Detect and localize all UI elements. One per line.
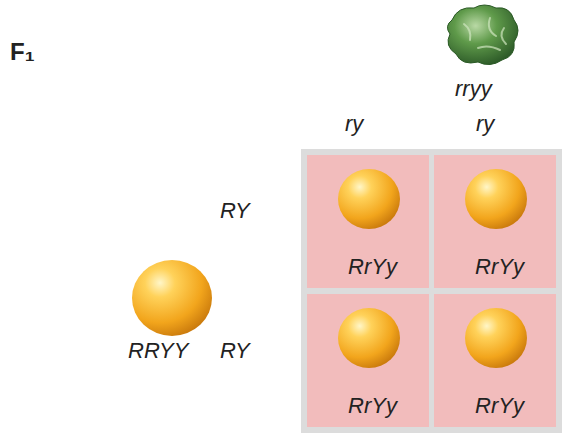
pea-body — [465, 308, 527, 368]
round-yellow-pea — [132, 260, 212, 336]
wrinkled-green-pea — [447, 5, 518, 65]
pea-body — [465, 169, 527, 229]
generation-label: F₁ — [10, 40, 35, 64]
genotype-label: RY — [220, 340, 250, 362]
genotype-label: RRYY — [128, 340, 188, 362]
offspring-genotype: RrYy — [475, 256, 524, 278]
genotype-label: RY — [220, 200, 250, 222]
pea-body — [338, 308, 400, 368]
genotype-label: ry — [476, 113, 494, 135]
pea-body — [338, 169, 400, 229]
punnett-cell: RrYy — [434, 155, 556, 288]
offspring-genotype: RrYy — [475, 395, 524, 417]
offspring-genotype: RrYy — [348, 256, 397, 278]
punnett-cell: RrYy — [307, 155, 429, 288]
punnett-cell: RrYy — [434, 294, 556, 427]
genotype-label: rryy — [455, 78, 492, 100]
offspring-genotype: RrYy — [348, 395, 397, 417]
pea-wrinkles — [464, 18, 506, 50]
genotype-label: ry — [345, 113, 363, 135]
punnett-cell: RrYy — [307, 294, 429, 427]
grid-ground — [301, 149, 562, 433]
